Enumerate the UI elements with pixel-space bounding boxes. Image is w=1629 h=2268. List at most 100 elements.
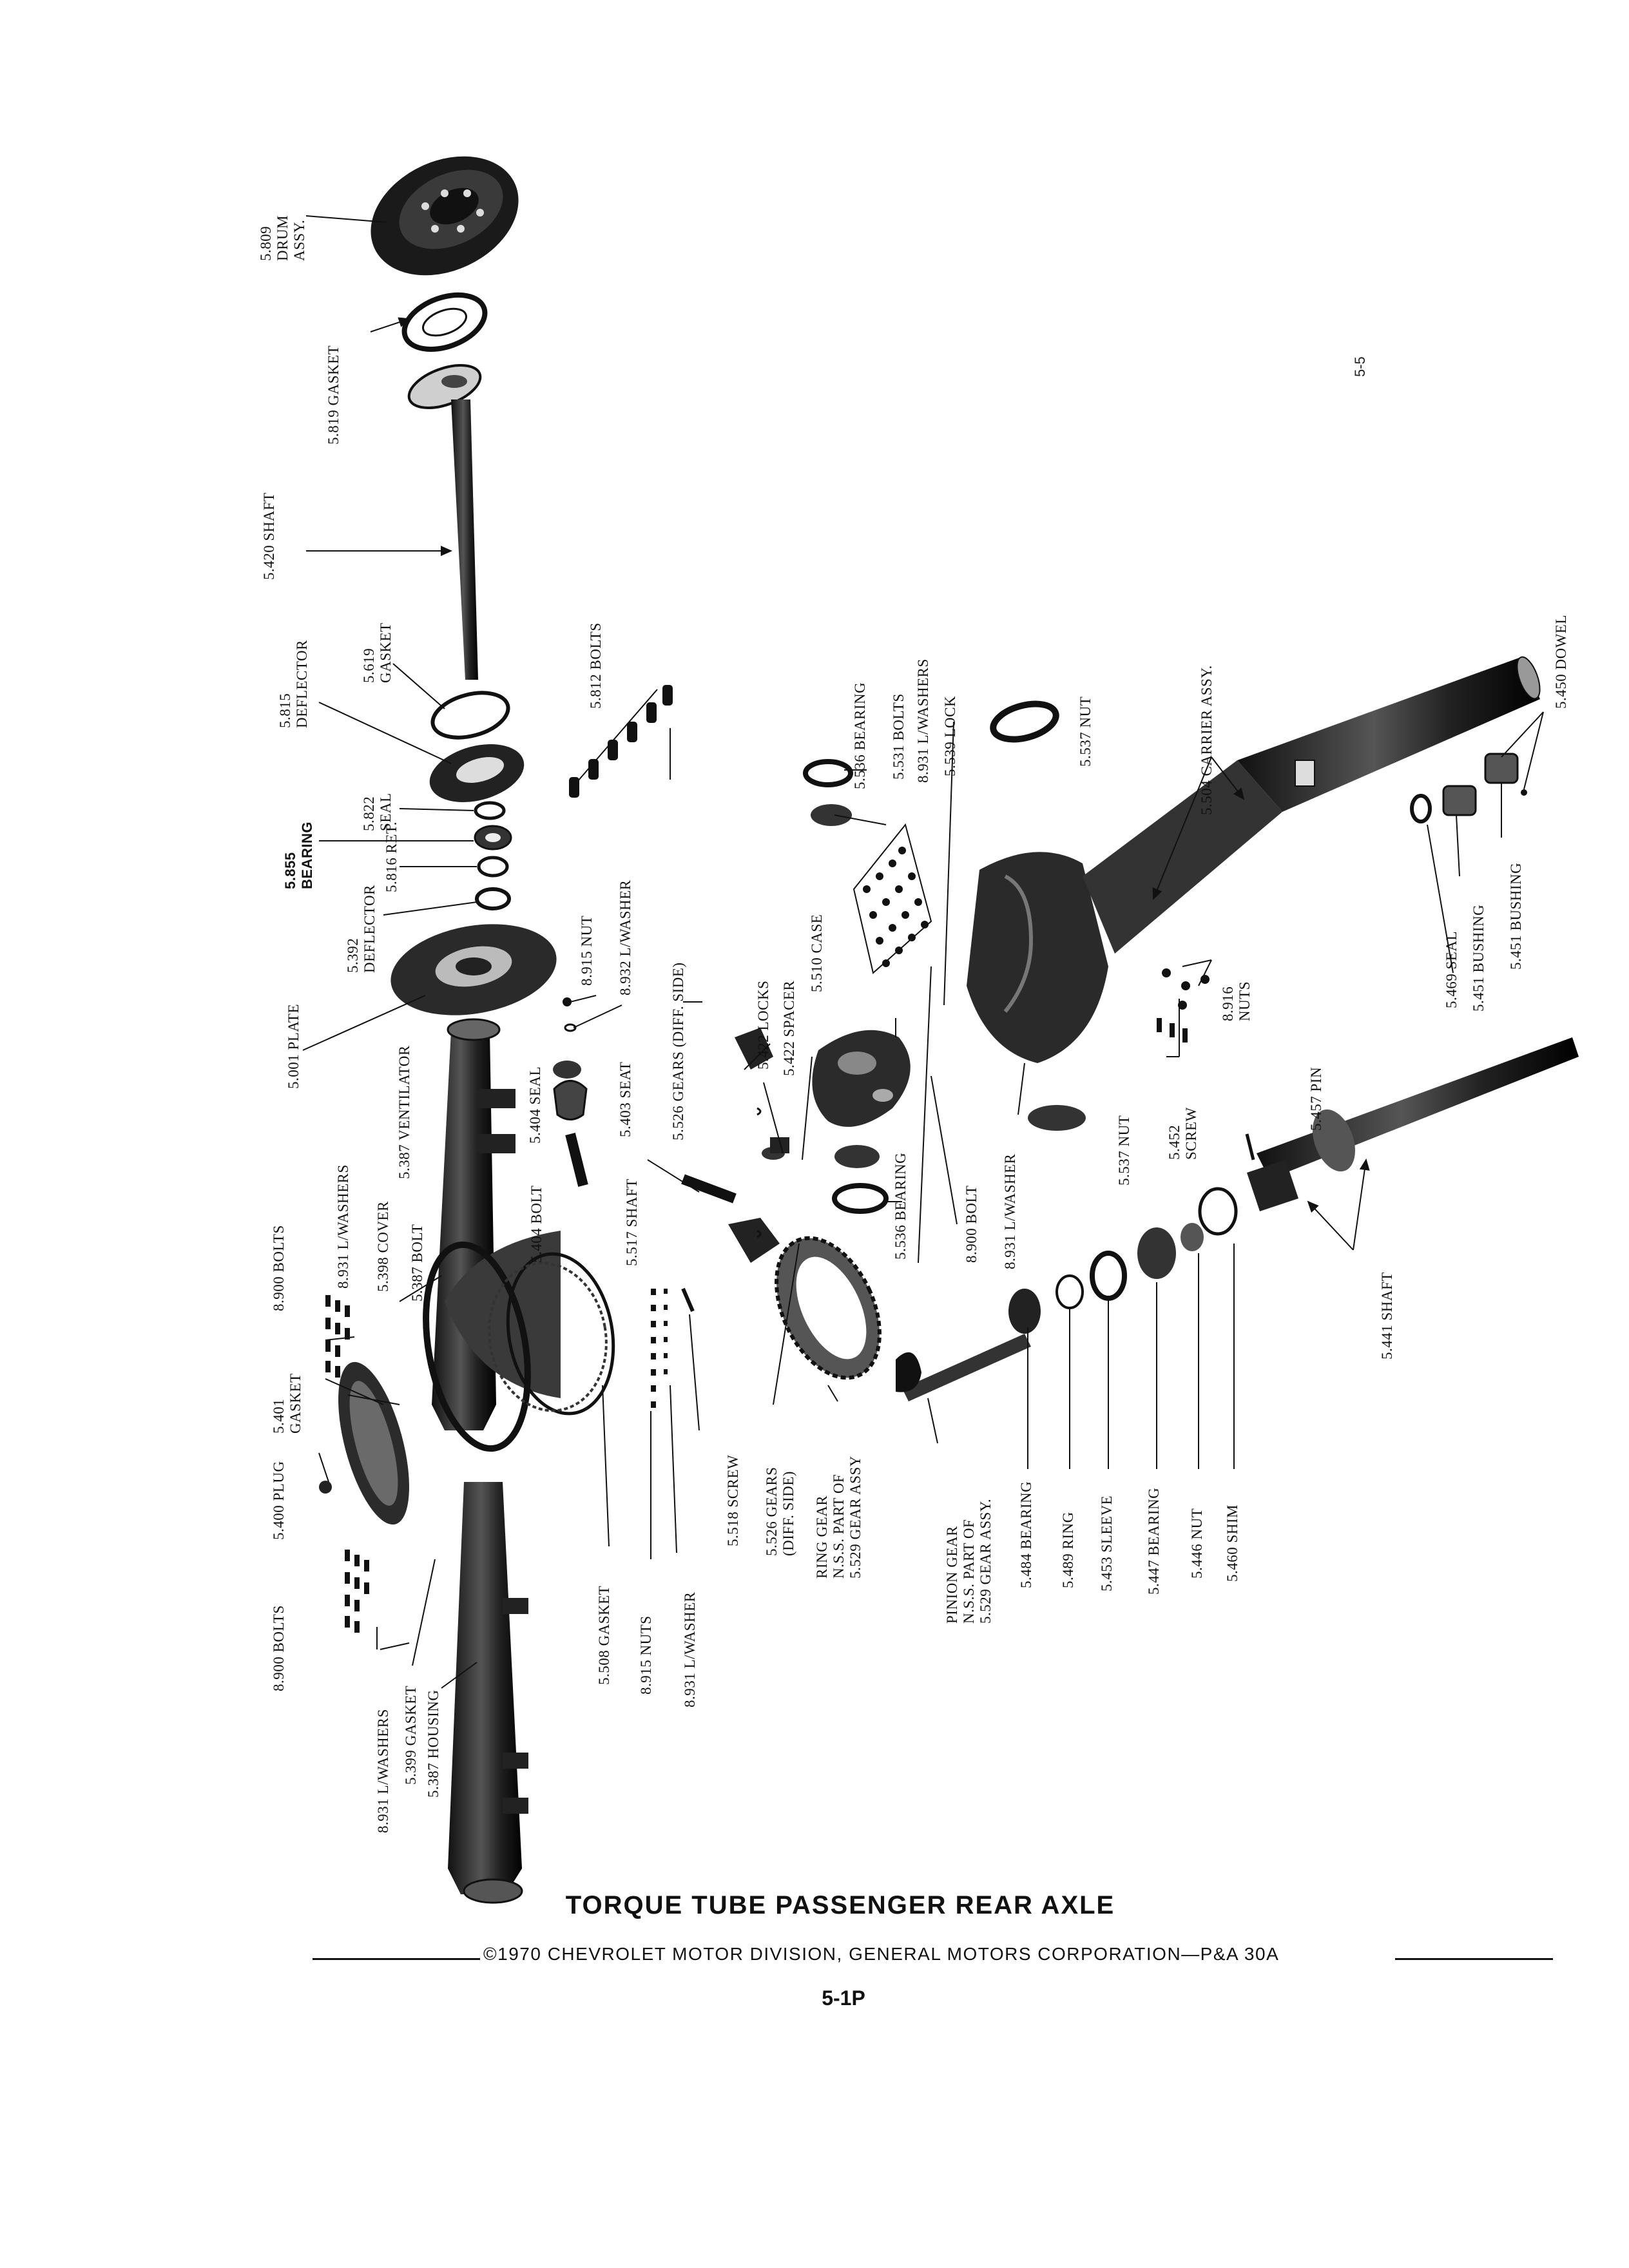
pinion-stack <box>896 1223 1204 1401</box>
seal-bearing-stack <box>474 801 512 910</box>
label-ring-gear: RING GEAR N.S.S. PART OF 5.529 GEAR ASSY <box>814 1456 863 1579</box>
label-washer-8932: 8.932 L/WASHER <box>617 879 633 996</box>
label-screw-5452: 5.452 SCREW <box>1166 1107 1199 1160</box>
small-hardware <box>553 997 588 1187</box>
carrier-assy-5504 <box>967 656 1541 1063</box>
label-lock-5539: 5.539 LOCK <box>942 695 958 776</box>
label-carrier-5504: 5.504 CARRIER ASSY. <box>1199 665 1215 815</box>
label-seal-5469: 5.469 SEAL <box>1443 931 1460 1008</box>
label-washers-8931-bottom: 8.931 L/WASHERS <box>375 1709 391 1833</box>
pinion-shaft-5441 <box>1198 1037 1579 1236</box>
seal-bushings <box>1410 753 1527 823</box>
page-number: 5-5 <box>1352 356 1368 377</box>
label-gears-5526-bottom: 5.526 GEARS (DIFF. SIDE) <box>764 1466 796 1556</box>
label-bolts-5812: 5.812 BOLTS <box>588 622 604 709</box>
label-seat-5403: 5.403 SEAT <box>617 1061 633 1137</box>
label-washers-8931-cover: 8.931 L/WASHERS <box>335 1164 351 1289</box>
nut-5537-top <box>990 700 1059 743</box>
plug-5400 <box>319 1481 332 1494</box>
axle-housing-5387 <box>338 1018 615 1904</box>
label-sleeve-5453: 5.453 SLEEVE <box>1099 1495 1115 1591</box>
leader-lines <box>302 215 1544 1689</box>
bolts-5812 <box>569 685 673 798</box>
nut-5537-mid <box>1028 1105 1086 1131</box>
label-case-5510: 5.510 CASE <box>809 914 825 992</box>
label-bolt-5404: 5.404 BOLT <box>528 1185 545 1263</box>
bolts-5531 <box>853 823 932 974</box>
label-bushing-5451a: 5.451 BUSHING <box>1470 904 1487 1012</box>
copyright-text: ©1970 CHEVROLET MOTOR DIVISION, GENERAL … <box>483 1944 1280 1964</box>
gasket-5508 <box>488 1262 608 1412</box>
label-bearing-5855: 5.855 BEARING <box>282 822 315 889</box>
label-gasket-5399: 5.399 GASKET <box>403 1685 419 1785</box>
label-gasket-5508: 5.508 GASKET <box>596 1585 612 1685</box>
label-nut-5446: 5.446 NUT <box>1189 1508 1205 1579</box>
bolts-8900-bottom <box>345 1550 369 1633</box>
label-gasket-5619: 5.619 GASKET <box>361 622 394 683</box>
bolts-8900-top <box>325 1295 350 1378</box>
label-shaft-5441: 5.441 SHAFT <box>1379 1272 1395 1360</box>
diff-gears <box>681 1028 789 1263</box>
label-pin-5457: 5.457 PIN <box>1308 1066 1324 1131</box>
label-housing-5387: 5.387 HOUSING <box>425 1689 441 1798</box>
label-seal-5404: 5.404 SEAL <box>527 1066 543 1144</box>
label-spacer-5422: 5.422 SPACER <box>781 980 797 1076</box>
label-shaft-5420: 5.420 SHAFT <box>261 492 277 580</box>
label-locks-5422: 5.422 LOCKS <box>755 980 771 1070</box>
label-bolt-5387: 5.387 BOLT <box>409 1224 425 1302</box>
brake-drum <box>371 156 519 276</box>
label-drum-assy: 5.809 DRUM ASSY. <box>258 215 307 261</box>
gasket-5819 <box>401 292 488 352</box>
label-screw-5518: 5.518 SCREW <box>725 1454 741 1546</box>
label-deflector-5392: 5.392 DEFLECTOR <box>345 885 378 973</box>
copyright-row: ©1970 CHEVROLET MOTOR DIVISION, GENERAL … <box>313 1944 1553 1970</box>
label-ret-5816: 5.816 RET. <box>383 822 400 892</box>
label-shaft-5517: 5.517 SHAFT <box>624 1178 640 1266</box>
label-washer-8931-bottom: 8.931 L/WASHER <box>682 1591 698 1708</box>
plate-number: 5-1P <box>822 1986 865 2010</box>
label-nuts-8915: 8.915 NUTS <box>638 1615 654 1695</box>
label-bushing-5451b: 5.451 BUSHING <box>1508 862 1524 970</box>
ring-gear <box>775 1236 882 1380</box>
label-ventilator-5387: 5.387 VENTILATOR <box>396 1045 412 1179</box>
label-bearing-5536-mid: 5.536 BEARING <box>892 1152 909 1260</box>
label-bolts-5531: 5.531 BOLTS <box>891 693 907 780</box>
label-plug-5400: 5.400 PLUG <box>271 1461 287 1540</box>
rule-left <box>313 1958 480 1960</box>
label-bearing-5484: 5.484 BEARING <box>1018 1481 1034 1588</box>
axle-shaft-5420 <box>407 364 482 680</box>
label-gasket-5401: 5.401 GASKET <box>271 1373 304 1434</box>
label-bolts-8900-top: 8.900 BOLTS <box>271 1225 287 1311</box>
label-bolt-8900-mid: 8.900 BOLT <box>963 1185 979 1263</box>
nuts-8915 <box>651 1289 656 1408</box>
label-cover-5398: 5.398 COVER <box>375 1201 391 1292</box>
label-nut-5537-mid: 5.537 NUT <box>1116 1115 1132 1186</box>
label-pinion-gear: PINION GEAR N.S.S. PART OF 5.529 GEAR AS… <box>944 1498 994 1624</box>
gasket-5619 <box>430 691 510 740</box>
bearing-5536-mid <box>832 1145 889 1214</box>
page-title: TORQUE TUBE PASSENGER REAR AXLE <box>565 1891 1115 1919</box>
label-bearing-5447: 5.447 BEARING <box>1146 1487 1162 1595</box>
screw-5518-part <box>681 1287 695 1312</box>
label-bolts-8900-bottom: 8.900 BOLTS <box>271 1605 287 1691</box>
pin-5457 <box>1245 1133 1255 1160</box>
label-washer-8931-mid: 8.931 L/WASHER <box>1002 1153 1018 1270</box>
bearing-5536-top <box>803 759 853 826</box>
label-nut-5537-top: 5.537 NUT <box>1077 696 1094 767</box>
washers-8931 <box>664 1289 668 1374</box>
label-ring-5489: 5.489 RING <box>1060 1512 1076 1588</box>
label-nut-8915: 8.915 NUT <box>579 915 595 986</box>
label-washers-8931-top: 8.931 L/WASHERS <box>915 658 931 783</box>
label-nuts-8916: 8.916 NUTS <box>1220 981 1253 1021</box>
label-gasket-5819: 5.819 GASKET <box>325 345 342 445</box>
rule-right <box>1395 1958 1553 1960</box>
diff-case-5510 <box>812 1030 911 1127</box>
label-deflector-5815: 5.815 DEFLECTOR <box>277 640 310 728</box>
deflector-5815 <box>429 744 525 802</box>
label-dowel-5450: 5.450 DOWEL <box>1553 614 1569 709</box>
label-shim-5460: 5.460 SHIM <box>1224 1504 1240 1582</box>
nuts-screws <box>1157 968 1210 1043</box>
backing-plate-5001 <box>390 924 557 1015</box>
label-bearing-5536-top: 5.536 BEARING <box>852 682 868 789</box>
